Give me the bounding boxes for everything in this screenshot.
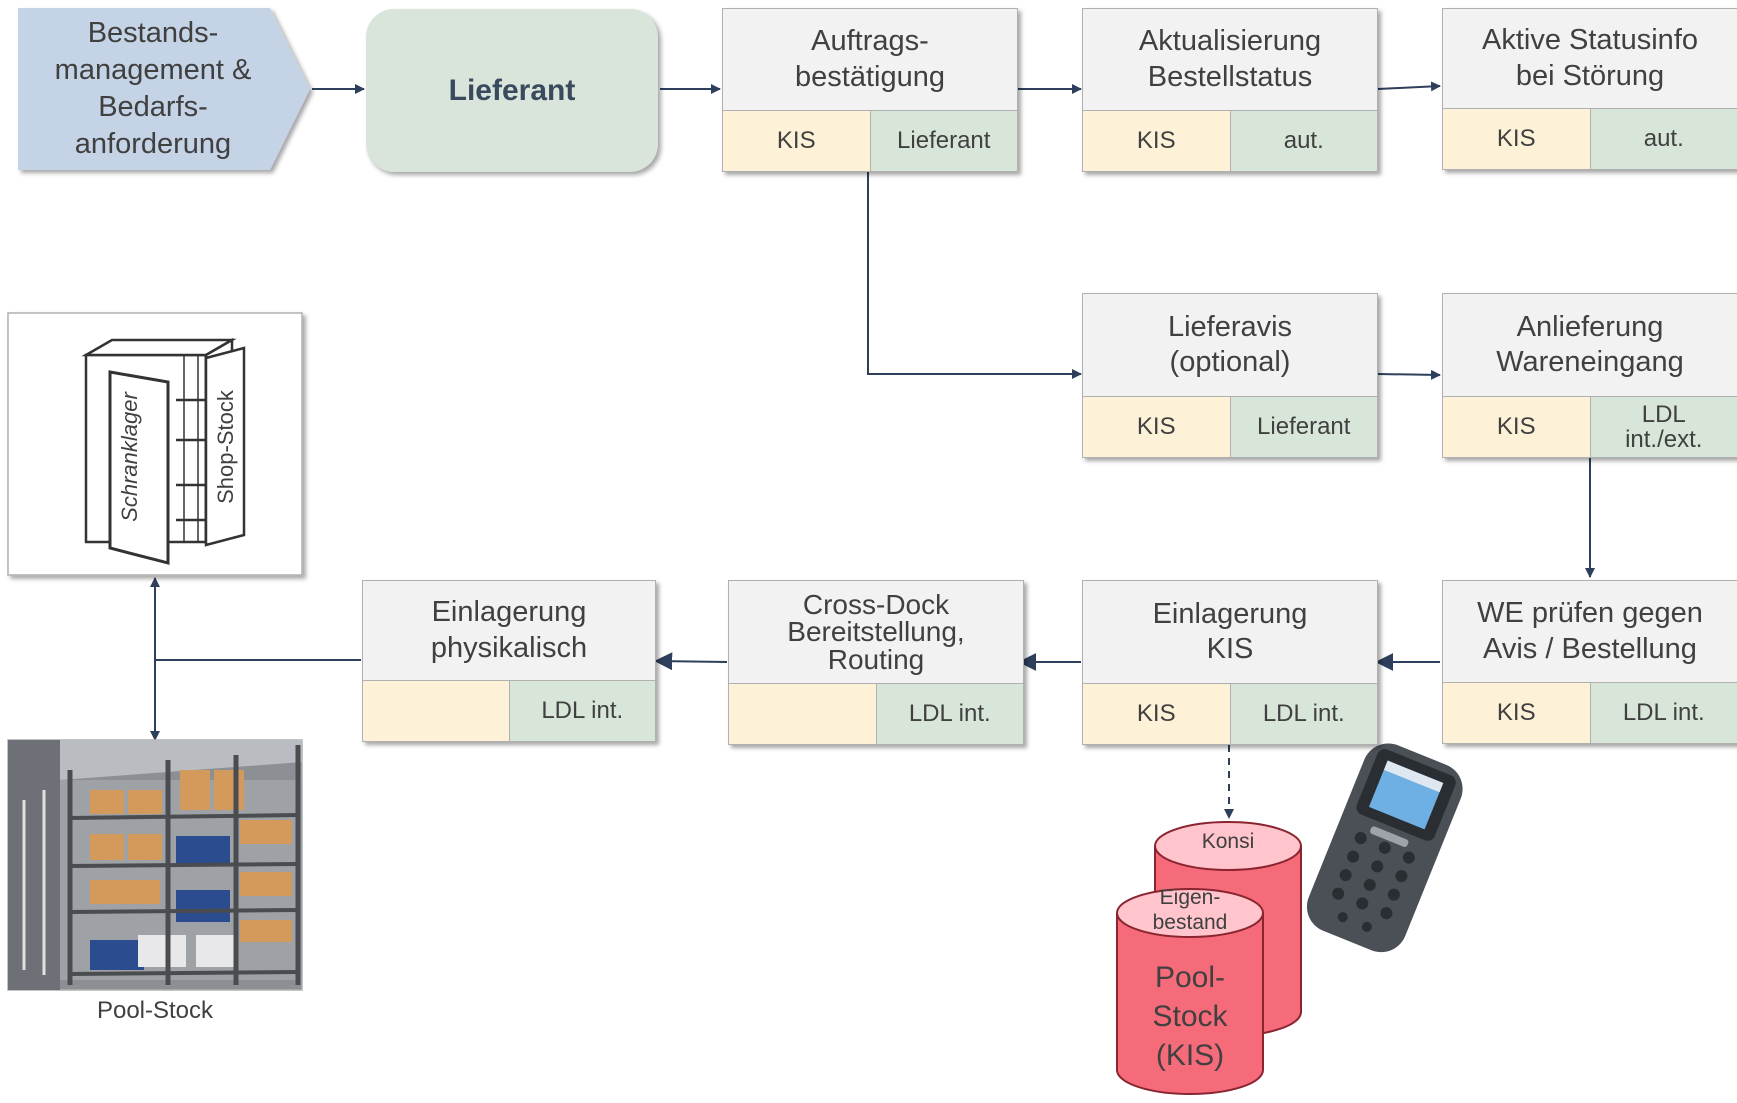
step-system-cell	[363, 681, 510, 741]
step-actor-cell: LDL int.	[509, 681, 655, 741]
step-aktive-statusinfo: Aktive Statusinfo bei Störung KIS aut.	[1442, 8, 1737, 170]
arrow-aktualisierung-to-statusinfo	[1377, 81, 1441, 92]
cabinet-label-schranklager: Schranklager	[117, 392, 142, 522]
database-pool-stock-label: Pool- Stock (KIS)	[1152, 961, 1228, 1072]
shelf-caption: Pool-Stock	[96, 997, 214, 1024]
arrow-lieferavis-to-anlieferung	[1377, 369, 1441, 380]
start-node-label: Bestands- management & Bedarfs- anforder…	[54, 16, 252, 161]
shelf-photo	[7, 739, 303, 991]
supplier-node-label: Lieferant	[448, 73, 576, 107]
step-title: Anlieferung Wareneingang	[1496, 310, 1684, 378]
step-anlieferung-wareneingang: Anlieferung Wareneingang KIS LDL int./ex…	[1442, 293, 1737, 458]
database-konsi-label: Konsi	[1201, 830, 1255, 853]
step-actor-cell: LDL int.	[876, 684, 1023, 744]
step-aktualisierung-bestellstatus: Aktualisierung Bestellstatus KIS aut.	[1082, 8, 1378, 172]
cylinder-eigenbestand	[1116, 913, 1264, 1095]
step-system-cell: KIS	[1083, 684, 1231, 744]
step-title: Einlagerung KIS	[1152, 597, 1308, 665]
database-eigenbestand-label: Eigen- bestand	[1152, 886, 1228, 935]
step-system-cell: KIS	[1083, 111, 1231, 171]
step-lieferavis: Lieferavis (optional) KIS Lieferant	[1082, 293, 1378, 458]
step-actor-cell: aut.	[1230, 111, 1377, 171]
step-title: Lieferavis (optional)	[1167, 310, 1293, 378]
step-actor-cell: Lieferant	[1230, 397, 1377, 457]
step-title: Aktualisierung Bestellstatus	[1138, 25, 1322, 93]
supplier-node: Lieferant	[366, 9, 658, 172]
step-title: Aktive Statusinfo bei Störung	[1482, 24, 1698, 92]
step-system-cell: KIS	[723, 111, 871, 171]
step-we-pruefen: WE prüfen gegen Avis / Bestellung KIS LD…	[1442, 580, 1737, 744]
step-system-cell: KIS	[1083, 397, 1231, 457]
step-einlagerung-physikalisch: Einlagerung physikalisch LDL int.	[362, 580, 656, 742]
step-actor-cell: LDL int.	[1590, 683, 1737, 743]
step-title: Einlagerung physikalisch	[430, 596, 588, 664]
step-auftragsbestaetigung: Auftrags- bestätigung KIS Lieferant	[722, 8, 1018, 172]
step-system-cell	[729, 684, 877, 744]
handheld-scanner-image	[1306, 743, 1463, 953]
step-system-cell: KIS	[1443, 683, 1591, 743]
step-system-cell: KIS	[1443, 397, 1591, 457]
cabinet-drawing	[81, 337, 246, 565]
arrow-crossdock-to-einlagerung-phys	[654, 652, 728, 671]
step-actor-cell: Lieferant	[870, 111, 1017, 171]
step-title: Cross-Dock Bereitstellung, Routing	[787, 588, 965, 675]
arrow-auftrag-to-lieferavis	[867, 170, 1082, 379]
database-cylinders	[1116, 821, 1302, 1095]
step-actor-cell: LDL int.	[1230, 684, 1377, 744]
step-einlagerung-kis: Einlagerung KIS KIS LDL int.	[1082, 580, 1378, 745]
step-cross-dock: Cross-Dock Bereitstellung, Routing LDL i…	[728, 580, 1024, 745]
step-title: WE prüfen gegen Avis / Bestellung	[1477, 597, 1703, 665]
start-chevron	[18, 8, 310, 170]
step-actor-cell: LDL int./ext.	[1590, 397, 1737, 457]
step-system-cell: KIS	[1443, 109, 1591, 169]
step-actor-cell: aut.	[1590, 109, 1737, 169]
step-title: Auftrags- bestätigung	[795, 25, 945, 93]
cabinet-label-shop-stock: Shop-Stock	[213, 390, 238, 504]
